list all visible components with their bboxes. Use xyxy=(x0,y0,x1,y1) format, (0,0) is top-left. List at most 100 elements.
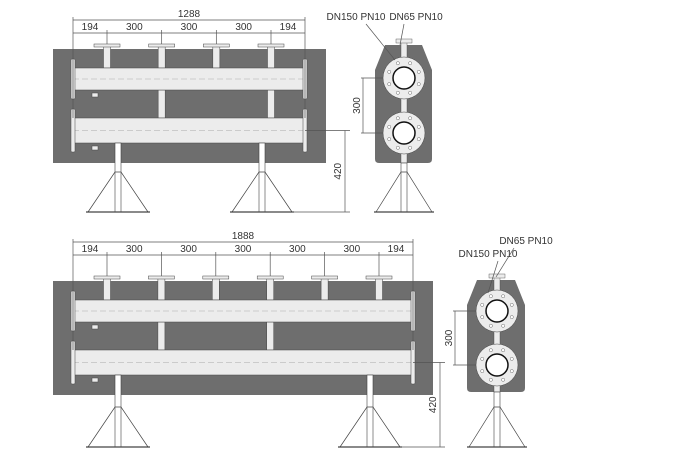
bolt-hole xyxy=(396,145,400,150)
drain-plug xyxy=(91,92,99,98)
bolt-hole xyxy=(509,357,514,361)
outlet-nozzle xyxy=(320,277,329,301)
bolt-hole xyxy=(387,137,392,141)
pipe-spacing-label: 300 xyxy=(352,97,363,114)
bolt-hole xyxy=(416,137,421,141)
segment-length-label: 300 xyxy=(235,22,252,33)
outlet-flange xyxy=(395,38,413,44)
bolt-hole xyxy=(387,125,392,129)
leader-line xyxy=(495,247,515,278)
bolt-hole xyxy=(480,369,485,373)
outlet-flange xyxy=(202,275,230,280)
segment-length-label: 194 xyxy=(388,244,405,255)
leader-line xyxy=(365,23,396,61)
outlet-flange xyxy=(365,275,393,280)
segment-length-label: 194 xyxy=(82,22,99,33)
outlet-flange xyxy=(148,43,175,48)
riser-pipe xyxy=(266,321,274,351)
support-leg xyxy=(258,142,266,213)
main-flange-label: DN150 PN10 xyxy=(327,12,386,23)
bolt-hole xyxy=(501,348,505,353)
support-stand xyxy=(339,406,401,448)
support-stand xyxy=(87,406,149,448)
riser-pipe xyxy=(267,89,275,119)
bolt-hole xyxy=(501,323,505,328)
segment-length-label: 300 xyxy=(180,244,197,255)
outlet-flange xyxy=(256,275,284,280)
pipe-bore xyxy=(485,353,509,377)
drain-plug xyxy=(91,324,99,330)
lower-header-pipe xyxy=(72,117,306,144)
outlet-flange xyxy=(257,43,285,48)
segment-length-label: 300 xyxy=(126,22,143,33)
bolt-hole xyxy=(509,369,514,373)
outlet-nozzle xyxy=(103,45,111,69)
bolt-hole xyxy=(509,303,514,307)
segment-length-label: 194 xyxy=(280,22,297,33)
outlet-flange xyxy=(93,275,121,280)
support-stand xyxy=(375,171,433,213)
support-leg xyxy=(366,374,374,448)
outlet-flange xyxy=(203,43,230,48)
support-leg xyxy=(493,391,501,448)
bolt-hole xyxy=(387,70,392,74)
drain-plug xyxy=(91,145,99,151)
drain-plug xyxy=(91,377,99,383)
support-stand xyxy=(468,406,526,448)
overall-length-label: 1288 xyxy=(178,9,201,20)
segment-length-label: 300 xyxy=(126,244,143,255)
support-stand xyxy=(87,171,149,213)
riser-pipe xyxy=(157,321,166,351)
outlet-nozzle xyxy=(212,45,221,69)
leader-line xyxy=(487,260,499,294)
bolt-hole xyxy=(489,348,493,353)
bolt-hole xyxy=(408,116,412,121)
bolt-hole xyxy=(501,294,505,299)
outlet-nozzle xyxy=(103,277,111,301)
bolt-hole xyxy=(489,323,493,328)
bolt-hole xyxy=(501,377,505,382)
bolt-hole xyxy=(489,377,493,382)
segment-length-label: 300 xyxy=(343,244,360,255)
height-label: 420 xyxy=(333,162,344,179)
bolt-hole xyxy=(408,90,412,95)
pipe-bore xyxy=(392,121,416,145)
outlet-flange-label: DN65 PN10 xyxy=(499,236,553,247)
pipe-bore xyxy=(392,66,416,90)
bolt-hole xyxy=(480,357,485,361)
outlet-nozzle xyxy=(157,45,166,69)
outlet-nozzle xyxy=(267,45,275,69)
bolt-hole xyxy=(408,61,412,66)
bolt-hole xyxy=(416,125,421,129)
bolt-hole xyxy=(416,70,421,74)
bolt-hole xyxy=(387,82,392,86)
bolt-hole xyxy=(416,82,421,86)
riser-pipe xyxy=(157,89,166,119)
outlet-flange xyxy=(148,275,175,280)
outlet-flange xyxy=(93,43,121,48)
bolt-hole xyxy=(489,294,493,299)
overall-length-label: 1888 xyxy=(232,231,255,242)
support-leg xyxy=(400,162,408,213)
bolt-hole xyxy=(396,90,400,95)
bolt-hole xyxy=(509,315,514,319)
segment-length-label: 194 xyxy=(82,244,99,255)
outlet-nozzle xyxy=(157,277,166,301)
bolt-hole xyxy=(480,303,485,307)
main-flange-label: DN150 PN10 xyxy=(459,249,518,260)
support-leg xyxy=(114,374,122,448)
outlet-flange xyxy=(311,275,338,280)
segment-length-label: 300 xyxy=(181,22,198,33)
leader-line xyxy=(399,23,405,46)
bolt-hole xyxy=(408,145,412,150)
bolt-hole xyxy=(396,61,400,66)
pipe-bore xyxy=(485,299,509,323)
outlet-flange-label: DN65 PN10 xyxy=(389,12,443,23)
outlet-nozzle xyxy=(375,277,383,301)
outlet-nozzle xyxy=(266,277,274,301)
height-label: 420 xyxy=(428,396,439,413)
segment-length-label: 300 xyxy=(289,244,306,255)
